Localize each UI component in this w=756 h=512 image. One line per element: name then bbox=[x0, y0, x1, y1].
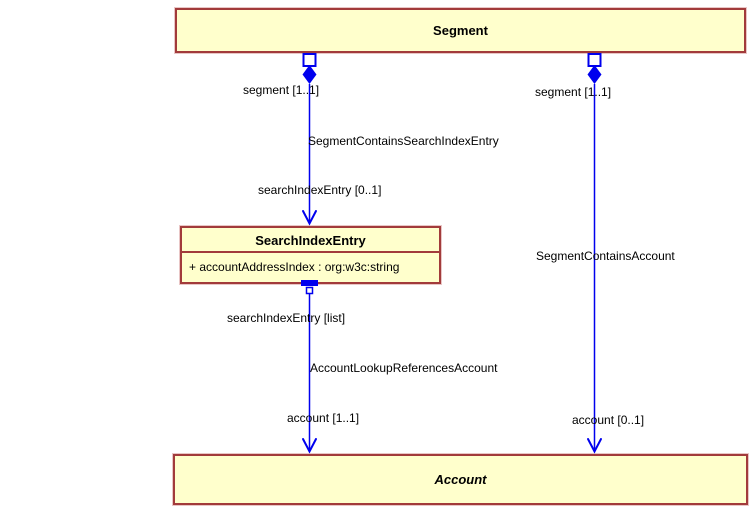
role-label-segment-to-account: segment [1..1] bbox=[535, 85, 612, 99]
association-name-accountlookup-references-account: AccountLookupReferencesAccount bbox=[310, 361, 498, 375]
class-searchindexentry[interactable]: SearchIndexEntry + accountAddressIndex :… bbox=[180, 226, 441, 284]
association-name-segment-contains-account: SegmentContainsAccount bbox=[536, 249, 675, 263]
attribute-accountAddressIndex: + accountAddressIndex : org:w3c:string bbox=[189, 259, 400, 274]
role-label-searchindexentry-target: searchIndexEntry [0..1] bbox=[258, 183, 382, 197]
role-label-searchindexentry-source: searchIndexEntry [list] bbox=[227, 311, 346, 325]
port-square-icon bbox=[302, 53, 317, 67]
association-name-segment-contains-searchindexentry: SegmentContainsSearchIndexEntry bbox=[308, 134, 499, 148]
open-arrowhead-icon bbox=[302, 438, 317, 454]
port-square-icon bbox=[305, 286, 314, 295]
class-segment[interactable]: Segment bbox=[175, 8, 746, 53]
composition-diamond-icon bbox=[587, 65, 602, 84]
open-arrowhead-icon bbox=[587, 438, 602, 454]
class-account-name: Account bbox=[434, 472, 487, 487]
class-account[interactable]: Account bbox=[173, 454, 748, 505]
role-label-segment-to-searchindexentry: segment [1..1] bbox=[243, 83, 320, 97]
class-searchindexentry-attributes: + accountAddressIndex : org:w3c:string bbox=[182, 253, 439, 280]
composition-diamond-icon bbox=[302, 65, 317, 84]
open-arrowhead-icon bbox=[302, 210, 317, 226]
role-label-account-target-right: account [0..1] bbox=[572, 413, 645, 427]
class-segment-name: Segment bbox=[433, 23, 488, 38]
class-searchindexentry-name: SearchIndexEntry bbox=[182, 228, 439, 253]
role-label-account-target-left: account [1..1] bbox=[287, 411, 360, 425]
port-square-icon bbox=[587, 53, 602, 67]
